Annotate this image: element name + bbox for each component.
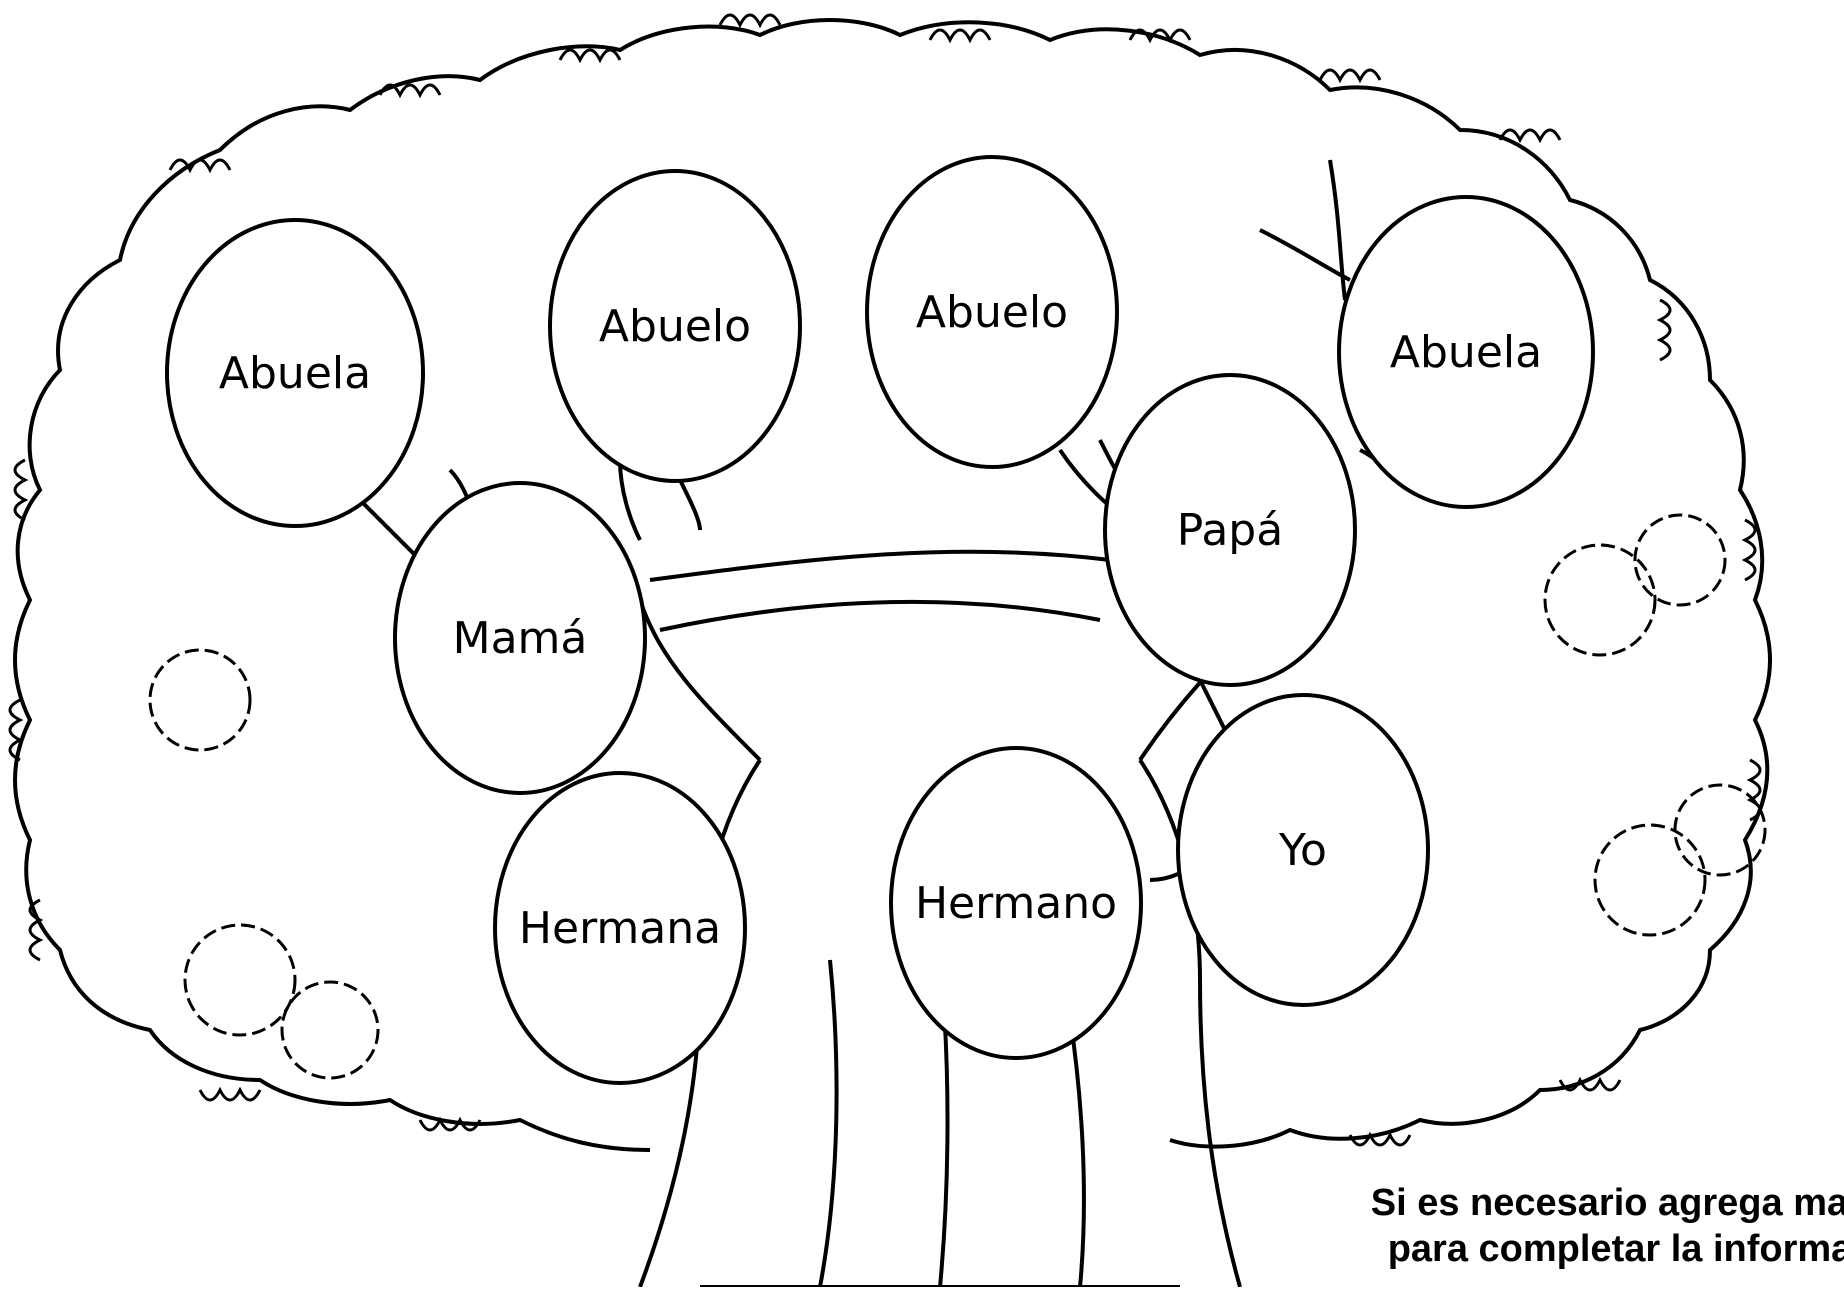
node-abuela-left: Abuela xyxy=(165,218,425,528)
node-ellipse xyxy=(393,481,647,795)
node-ellipse xyxy=(165,218,425,528)
node-yo: Yo xyxy=(1176,693,1430,1007)
instruction-line-2: para completar la informa xyxy=(1387,1228,1844,1270)
node-ellipse xyxy=(548,169,802,483)
node-label: Hermano xyxy=(915,878,1117,929)
node-ellipse xyxy=(493,771,747,1085)
canopy-texture xyxy=(8,13,1762,1147)
node-label: Yo xyxy=(1278,825,1327,876)
node-abuela-right: Abuela xyxy=(1337,195,1595,509)
node-abuelo-left: Abuelo xyxy=(548,169,802,483)
node-label: Abuelo xyxy=(916,287,1068,338)
node-ellipse xyxy=(1337,195,1595,509)
node-ellipse xyxy=(1176,693,1430,1007)
instruction-line-1: Si es necesario agrega mas xyxy=(1370,1182,1844,1224)
node-label: Hermana xyxy=(519,903,721,954)
node-mama: Mamá xyxy=(393,481,647,795)
node-label: Mamá xyxy=(453,613,588,664)
node-label: Abuela xyxy=(1390,327,1542,378)
node-hermana: Hermana xyxy=(493,771,747,1085)
node-ellipse xyxy=(865,155,1119,469)
node-ellipse xyxy=(889,746,1143,1060)
instruction-note: Si es necesario agrega mas para completa… xyxy=(1310,1180,1844,1272)
decorative-bushes xyxy=(148,513,1767,1080)
canopy-outline xyxy=(13,18,1772,1152)
node-label: Papá xyxy=(1177,505,1283,556)
node-hermano: Hermano xyxy=(889,746,1143,1060)
node-papa: Papá xyxy=(1103,373,1357,687)
node-abuelo-right: Abuelo xyxy=(865,155,1119,469)
node-label: Abuelo xyxy=(599,301,751,352)
node-label: Abuela xyxy=(219,348,371,399)
node-ellipse xyxy=(1103,373,1357,687)
